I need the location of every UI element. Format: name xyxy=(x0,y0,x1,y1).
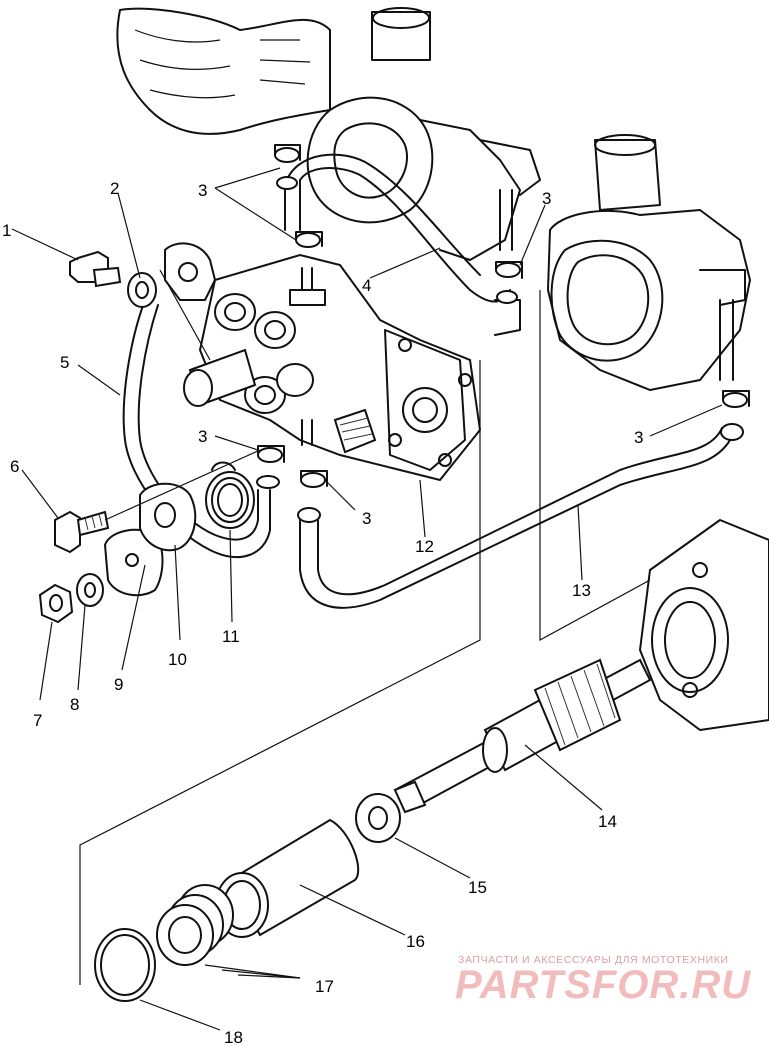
callout-3-far-right: 3 xyxy=(634,428,643,447)
gearbox-housing xyxy=(639,519,769,731)
callout-5: 5 xyxy=(60,353,69,372)
callout-13: 13 xyxy=(572,581,591,600)
assembly-guide-lines xyxy=(79,269,651,985)
callout-16: 16 xyxy=(406,932,425,951)
leader-lines xyxy=(11,167,723,1031)
oil-pump-body xyxy=(164,242,482,482)
callout-18: 18 xyxy=(224,1028,243,1046)
callout-12: 12 xyxy=(415,537,434,556)
callout-6: 6 xyxy=(10,457,19,476)
washer-15 xyxy=(355,793,401,843)
washer-8 xyxy=(76,573,104,607)
callout-3-pump: 3 xyxy=(362,509,371,528)
callout-4: 4 xyxy=(362,276,371,295)
callout-9: 9 xyxy=(114,675,123,694)
engine-block-outline xyxy=(116,7,541,261)
fitting-1 xyxy=(69,250,122,288)
engine-housing-right xyxy=(547,134,751,391)
callout-7: 7 xyxy=(33,711,42,730)
nut-7 xyxy=(38,583,74,624)
callout-labels: 1 2 3 3 3 3 3 4 5 6 7 8 9 10 11 12 13 14… xyxy=(2,179,643,1046)
washer-10 xyxy=(139,482,197,552)
callout-11: 11 xyxy=(222,627,240,646)
seal-rings-17 xyxy=(156,884,234,966)
washer-2 xyxy=(127,272,157,308)
hose-13 xyxy=(297,423,744,609)
callout-3-right: 3 xyxy=(542,189,551,208)
spring-11 xyxy=(205,461,255,529)
bushing-16 xyxy=(215,818,360,938)
watermark-brand: PARTSFOR.RU xyxy=(455,963,752,1007)
callout-1: 1 xyxy=(2,221,11,240)
watermark-tagline: ЗАПЧАСТИ И АКСЕССУАРЫ ДЛЯ МОТОТЕХНИКИ xyxy=(458,954,729,966)
callout-3-mid: 3 xyxy=(198,427,207,446)
callout-17: 17 xyxy=(315,977,334,996)
callout-8: 8 xyxy=(70,695,79,714)
gear-shaft-14 xyxy=(393,658,652,814)
plate-9 xyxy=(103,528,164,597)
callout-3-top: 3 xyxy=(198,181,207,200)
o-ring-18 xyxy=(94,928,156,1002)
callout-15: 15 xyxy=(468,878,487,897)
callout-2: 2 xyxy=(110,179,119,198)
hose-clamp xyxy=(256,144,750,489)
bolt-6 xyxy=(54,510,110,554)
callout-14: 14 xyxy=(598,812,617,831)
callout-10: 10 xyxy=(168,650,187,669)
